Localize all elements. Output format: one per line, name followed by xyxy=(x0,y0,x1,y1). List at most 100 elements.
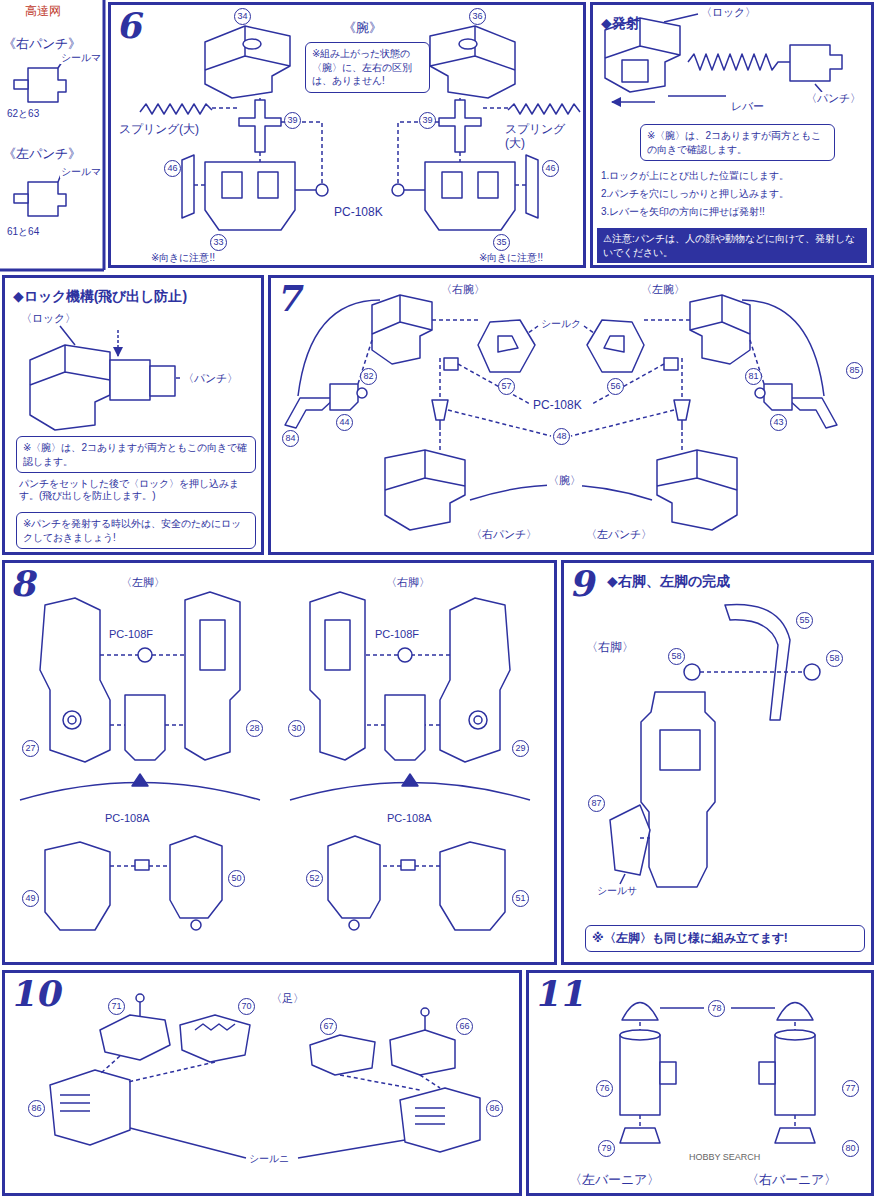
callout-number: 28 xyxy=(246,720,263,737)
callout-number: 57 xyxy=(498,378,515,395)
part-label: スプリング(大) xyxy=(504,122,578,151)
callout-number: 39 xyxy=(284,112,301,129)
callout-number: 56 xyxy=(607,378,624,395)
note-text: ※組み上がった状態の〈腕〉に、左右の区別は、ありません! xyxy=(312,47,423,88)
callout-number: 33 xyxy=(210,234,227,251)
part-label: PC-108K xyxy=(333,205,384,219)
callout-number: 46 xyxy=(164,160,181,177)
callout-number: 71 xyxy=(108,998,125,1015)
part-label: 〈足〉 xyxy=(270,992,305,1005)
note-text: ※パンチを発射する時以外は、安全のためにロックしておきましょう! xyxy=(23,517,249,544)
note-text: ※〈腕〉は、2コありますが両方ともこの向きで確認します。 xyxy=(647,129,828,156)
part-label: 〈左脚〉 xyxy=(120,576,166,589)
callout-number: 52 xyxy=(306,870,323,887)
callout-number: 44 xyxy=(336,414,353,431)
callout-number: 77 xyxy=(842,1080,859,1097)
part-label: PC-108A xyxy=(386,812,433,825)
step-number: 7 xyxy=(279,280,304,316)
note-box: ※〈腕〉は、2コありますが両方ともこの向きで確認します。 xyxy=(640,124,835,161)
callout-number: 36 xyxy=(469,8,486,25)
step-panel: 9 ◆右脚、左脚の完成 ※〈左脚〉も同じ様に組み立てます! xyxy=(561,560,874,965)
callout-number: 84 xyxy=(282,430,299,447)
part-label: 62と63 xyxy=(6,108,40,120)
step-number: 8 xyxy=(13,565,38,601)
callout-number: 48 xyxy=(553,428,570,445)
note-box: ※パンチを発射する時以外は、安全のためにロックしておきましょう! xyxy=(16,512,256,549)
part-label: ※向きに注意!! xyxy=(150,252,216,264)
callout-number: 50 xyxy=(228,870,245,887)
callout-number: 43 xyxy=(770,414,787,431)
part-label: PC-108K xyxy=(532,398,583,412)
step-panel: 8 xyxy=(2,560,557,965)
part-label: 《左パンチ》 xyxy=(2,146,82,162)
part-label: シールサ xyxy=(596,885,638,897)
note-box: ※組み上がった状態の〈腕〉に、左右の区別は、ありません! xyxy=(305,42,430,93)
part-label: 〈右腕〉 xyxy=(440,283,486,296)
part-label: 〈右脚〉 xyxy=(385,576,431,589)
part-label: レバー xyxy=(730,100,765,113)
part-label: パンチをセットした後で〈ロック〉を押し込みます。(飛び出しを防止します。) xyxy=(18,478,255,502)
callout-number: 79 xyxy=(598,1140,615,1157)
step-number: 6 xyxy=(119,7,144,43)
section-heading: ◆右脚、左脚の完成 xyxy=(607,565,730,591)
callout-number: 34 xyxy=(234,8,251,25)
part-label: 〈パンチ〉 xyxy=(805,92,862,105)
part-label: PC-108F xyxy=(108,628,154,641)
part-label: スプリング(大) xyxy=(118,122,200,136)
part-label: 〈右パンチ〉 xyxy=(470,528,538,541)
callout-number: 78 xyxy=(708,1000,725,1017)
callout-number: 58 xyxy=(668,648,685,665)
part-label: 1.ロックが上にとび出した位置にします。 xyxy=(600,170,790,182)
step-number: 10 xyxy=(13,975,63,1011)
step-number: 11 xyxy=(537,975,587,1011)
callout-number: 39 xyxy=(419,112,436,129)
callout-number: 51 xyxy=(512,890,529,907)
callout-number: 76 xyxy=(596,1080,613,1097)
part-label: 《右パンチ》 xyxy=(2,36,82,52)
callout-number: 27 xyxy=(22,740,39,757)
part-label: 〈ロック〉 xyxy=(20,312,77,325)
part-label: 〈右バーニア〉 xyxy=(745,1172,838,1188)
warning-band: ⚠注意:パンチは、人の顔や動物などに向けて、発射しないでください。 xyxy=(597,228,867,263)
callout-number: 49 xyxy=(22,890,39,907)
note-text: ※〈腕〉は、2コありますが両方ともこの向きで確認します。 xyxy=(23,441,249,468)
step-number: 9 xyxy=(572,565,597,601)
part-label: シールニ xyxy=(248,1153,290,1165)
part-label: 〈左腕〉 xyxy=(640,283,686,296)
part-label: 〈左バーニア〉 xyxy=(568,1172,661,1188)
part-label: 〈パンチ〉 xyxy=(182,372,239,385)
note-text: ※〈左脚〉も同じ様に組み立てます! xyxy=(592,930,858,946)
part-label: 〈右脚〉 xyxy=(585,640,635,654)
part-label: 2.パンチを穴にしっかりと押し込みます。 xyxy=(600,188,790,200)
callout-number: 66 xyxy=(456,1018,473,1035)
part-label: 3.レバーを矢印の方向に押せば発射!! xyxy=(600,206,766,218)
callout-number: 70 xyxy=(238,998,255,1015)
callout-number: 55 xyxy=(796,612,813,629)
watermark: HOBBY SEARCH xyxy=(688,1152,761,1163)
part-label: PC-108F xyxy=(374,628,420,641)
watermark: 高達网 xyxy=(24,4,62,18)
part-label: 〈左パンチ〉 xyxy=(585,528,653,541)
callout-number: 67 xyxy=(320,1018,337,1035)
part-label: 〈ロック〉 xyxy=(700,6,757,19)
callout-number: 85 xyxy=(846,362,863,379)
part-label: ※向きに注意!! xyxy=(478,252,544,264)
part-label: PC-108A xyxy=(104,812,151,825)
section-heading: ◆発射 xyxy=(601,7,640,33)
note-text: ⚠注意:パンチは、人の顔や動物などに向けて、発射しないでください。 xyxy=(603,232,861,259)
callout-number: 81 xyxy=(745,368,762,385)
part-label: シールク xyxy=(540,318,582,330)
part-label: 61と64 xyxy=(6,226,40,238)
callout-number: 29 xyxy=(512,740,529,757)
callout-number: 35 xyxy=(493,234,510,251)
part-label: シールマ xyxy=(60,52,102,64)
part-label: シールマ xyxy=(60,166,102,178)
callout-number: 86 xyxy=(28,1100,45,1117)
callout-number: 58 xyxy=(826,650,843,667)
callout-number: 82 xyxy=(360,368,377,385)
note-box: ※〈左脚〉も同じ様に組み立てます! xyxy=(585,925,865,952)
callout-number: 86 xyxy=(486,1100,503,1117)
section-heading: ◆ロック機構(飛び出し防止) xyxy=(13,280,187,306)
callout-number: 80 xyxy=(842,1140,859,1157)
